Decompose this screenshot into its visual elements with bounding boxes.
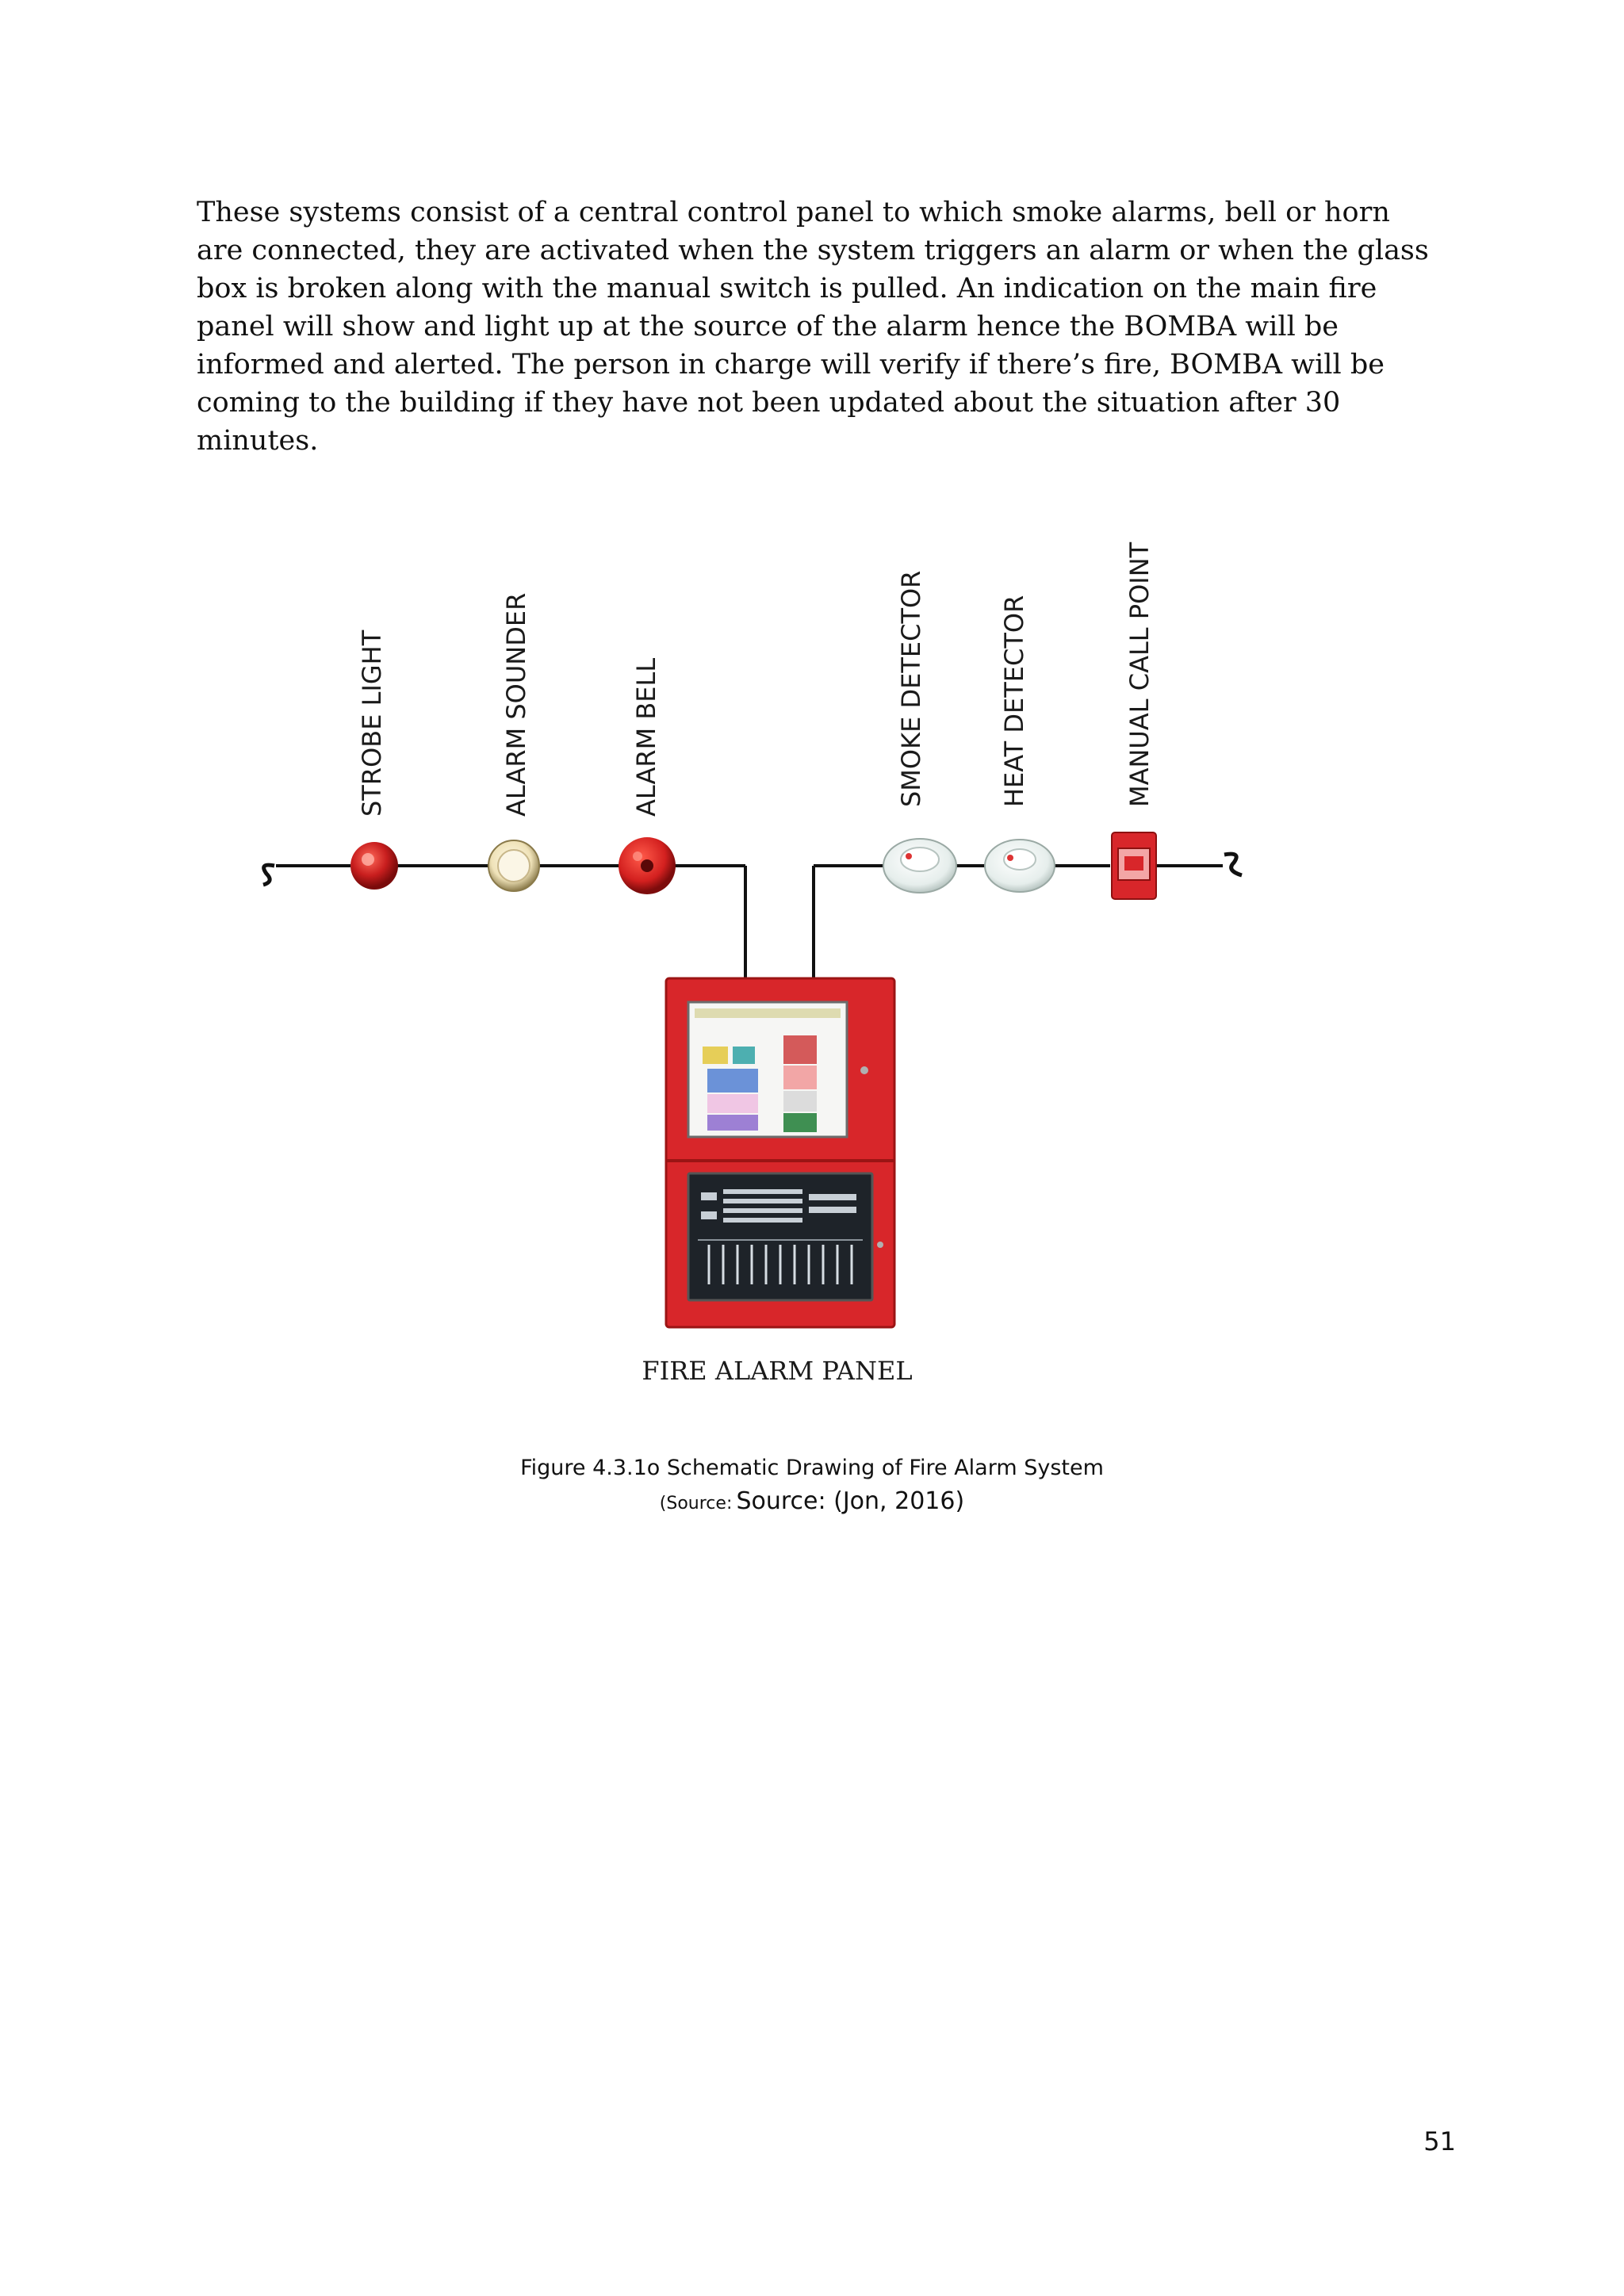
page-number: 51 bbox=[1423, 2126, 1456, 2156]
label-alarm-sounder: ALARM SOUNDER bbox=[501, 593, 531, 817]
label-smoke-detector: SMOKE DETECTOR bbox=[896, 571, 926, 807]
alarm-sounder-icon bbox=[488, 840, 540, 892]
source-text: Source: (Jon, 2016) bbox=[736, 1487, 965, 1515]
body-paragraph: These systems consist of a central contr… bbox=[197, 193, 1434, 460]
label-strobe-light: STROBE LIGHT bbox=[357, 629, 387, 817]
alarm-bell-icon bbox=[619, 837, 676, 894]
source-prefix: (Source: bbox=[659, 1494, 733, 1513]
manual-call-point-icon bbox=[1111, 832, 1157, 900]
wiring bbox=[262, 851, 1243, 978]
fire-alarm-schematic: STROBE LIGHT ALARM SOUNDER ALARM BELL SM… bbox=[254, 523, 1332, 1419]
label-heat-detector: HEAT DETECTOR bbox=[999, 595, 1029, 807]
strobe-light-icon bbox=[350, 842, 398, 890]
label-manual-call-point: MANUAL CALL POINT bbox=[1124, 541, 1155, 807]
figure-caption: Figure 4.3.1o Schematic Drawing of Fire … bbox=[520, 1456, 1104, 1480]
label-fire-alarm-panel: FIRE ALARM PANEL bbox=[642, 1356, 912, 1386]
figure-source: (Source: Source: (Jon, 2016) bbox=[0, 1487, 1624, 1515]
smoke-detector-icon bbox=[883, 838, 957, 894]
fire-alarm-panel-icon bbox=[665, 977, 896, 1329]
paragraph-text: These systems consist of a central contr… bbox=[197, 197, 1429, 457]
heat-detector-icon bbox=[984, 839, 1055, 893]
label-alarm-bell: ALARM BELL bbox=[631, 658, 661, 817]
